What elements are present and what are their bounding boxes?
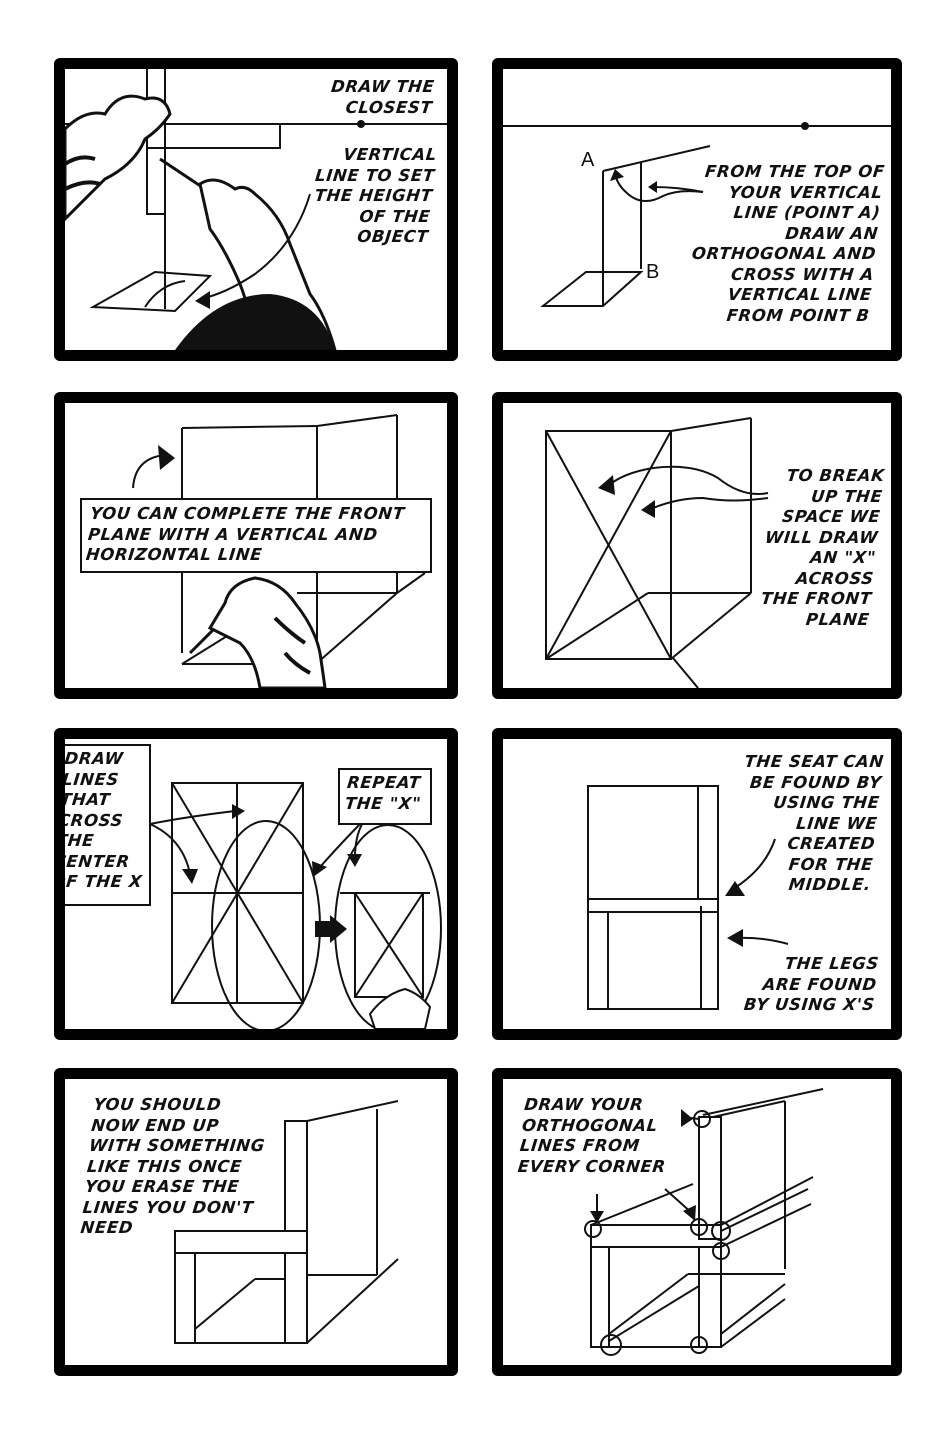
arrow-head-top	[232, 804, 245, 819]
front-plane-with-x-illustration	[545, 417, 769, 688]
hand-with-pencil	[188, 576, 327, 688]
panel-4: TO BREAK UP THE SPACE WE WILL DRAW AN "X…	[492, 392, 902, 699]
hand-drawing-vertical-line-illustration	[65, 69, 447, 350]
panel-1-caption-bottom: VERTICAL LINE TO SET THE HEIGHT OF THE O…	[314, 145, 439, 246]
chair-with-corner-orthogonals-illustration	[584, 1088, 824, 1356]
hand-fragment	[368, 987, 432, 1029]
vanishing-point	[801, 122, 809, 130]
point-a-label: A	[581, 149, 595, 171]
panel-5-caption-right-box	[338, 768, 432, 825]
vanishing-point	[357, 120, 365, 128]
panel-5-caption-right: REPEAT THE "X"	[344, 773, 423, 813]
panel-4-caption: TO BREAK UP THE SPACE WE WILL DRAW AN "X…	[760, 466, 886, 629]
block-arrow-right	[315, 915, 347, 943]
panel-7-caption: YOU SHOULD NOW END UP WITH SOMETHING LIK…	[79, 1095, 266, 1237]
panel-8-caption: DRAW YOUR ORTHOGONAL LINES FROM EVERY CO…	[516, 1095, 667, 1176]
panel-7: YOU SHOULD NOW END UP WITH SOMETHING LIK…	[54, 1068, 458, 1376]
panel-5-caption-left-box	[65, 744, 151, 906]
subdivided-plane-illustration	[149, 782, 442, 1029]
shadow-shape	[175, 294, 335, 350]
panel-1: DRAW THE CLOSEST VERTICAL LINE TO SET TH…	[54, 58, 458, 361]
arrow-head-2	[641, 500, 655, 518]
panel-1-caption-top: DRAW THE CLOSEST	[329, 77, 436, 117]
left-hand-drawing	[65, 94, 172, 222]
arrow-head-ellipse	[312, 861, 327, 877]
panel-6-caption-top: THE SEAT CAN BE FOUND BY USING THE LINE …	[743, 752, 885, 894]
arrow-head-legs	[727, 929, 743, 947]
point-b-label: B	[646, 261, 660, 283]
panel-5: DRAW LINES THAT CROSS THE CENTER OF THE …	[54, 728, 458, 1040]
panel-2-caption: FROM THE TOP OF YOUR VERTICAL LINE (POIN…	[690, 162, 886, 325]
panel-6-caption-bottom: THE LEGS ARE FOUND BY USING X'S	[743, 954, 881, 1014]
arrow-head-top-corner	[681, 1109, 693, 1127]
panel-8: DRAW YOUR ORTHOGONAL LINES FROM EVERY CO…	[492, 1068, 902, 1376]
panel-3-caption: YOU CAN COMPLETE THE FRONT PLANE WITH A …	[84, 504, 406, 564]
arrow-head-seat-corner	[590, 1211, 604, 1223]
panel-6: THE SEAT CAN BE FOUND BY USING THE LINE …	[492, 728, 902, 1040]
completing-front-plane-illustration	[132, 414, 426, 688]
vertical-line-with-orthogonal-illustration	[503, 122, 891, 307]
arrow-head-ellipse-2	[347, 854, 362, 867]
panel-2: A B FROM THE TOP OF YOUR VERTICAL LINE (…	[492, 58, 902, 361]
arrow-head-center	[182, 869, 198, 884]
panel-3-caption-box	[80, 498, 432, 573]
arrow-to-point-a	[610, 169, 624, 181]
panel-5-caption-left: DRAW LINES THAT CROSS THE CENTER OF THE …	[54, 749, 144, 891]
arrow-head-1	[598, 475, 615, 495]
chair-in-perspective-illustration	[174, 1100, 399, 1344]
arrow-head-seat	[725, 881, 745, 896]
curved-arrow-head	[158, 445, 175, 470]
chair-front-seat-and-legs-illustration	[587, 785, 789, 1010]
arrow-head-back-corner	[683, 1205, 696, 1221]
arrow-to-orthogonal	[648, 181, 657, 193]
panel-3: YOU CAN COMPLETE THE FRONT PLANE WITH A …	[54, 392, 458, 699]
